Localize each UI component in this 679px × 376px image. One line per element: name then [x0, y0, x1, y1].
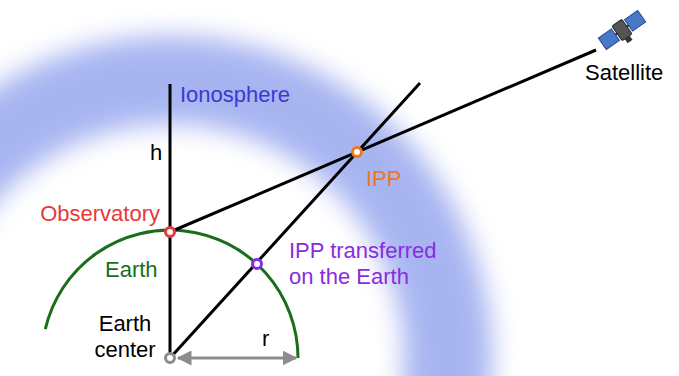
layer-label: Ionosphere	[180, 82, 330, 108]
observatory-label: Observatory	[0, 201, 160, 227]
observatory-dot	[166, 228, 175, 237]
earth-center-dot	[166, 354, 175, 363]
earth-arc	[45, 230, 298, 358]
height-label: h	[150, 140, 166, 166]
earth-label: Earth	[105, 257, 175, 283]
satellite-icon	[597, 9, 650, 55]
signal-path	[170, 50, 596, 232]
ionosphere-band	[0, 80, 448, 376]
earth-center-label: Earth center	[86, 311, 164, 363]
projected-ipp-dot	[253, 260, 262, 269]
radius-arrow	[178, 357, 296, 360]
satellite-label: Satellite	[585, 60, 675, 86]
zenith-line	[169, 84, 172, 358]
projection-line	[170, 83, 420, 358]
ipp-label: IPP	[366, 166, 426, 192]
radius-label: r	[262, 326, 278, 352]
projected-ipp-label: IPP transferred on the Earth	[289, 238, 464, 290]
ipp-dot	[353, 148, 362, 157]
